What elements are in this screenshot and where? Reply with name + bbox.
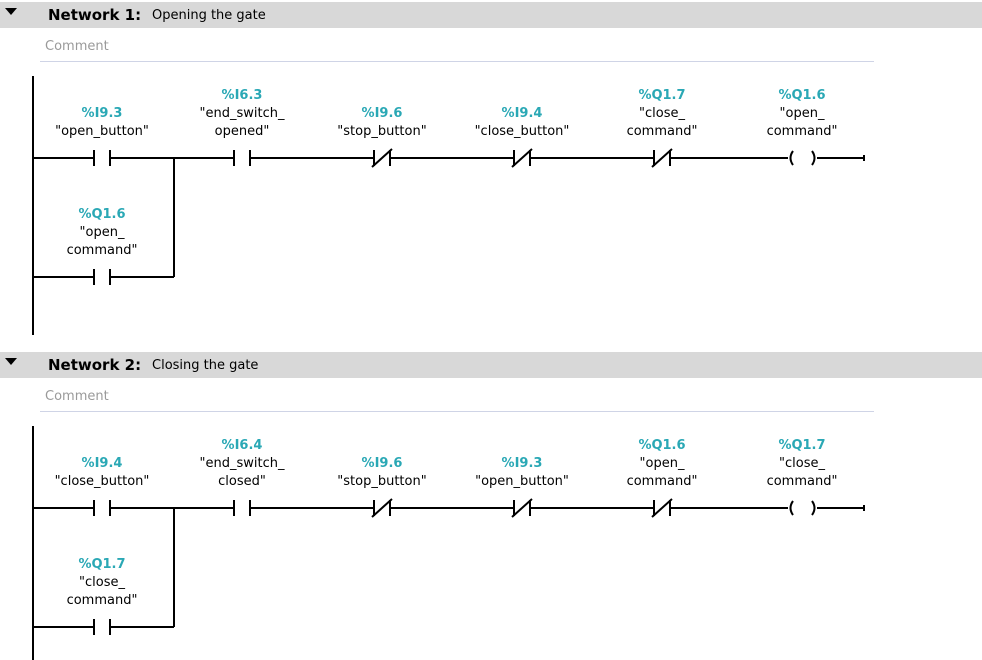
collapse-triangle-icon[interactable] xyxy=(5,8,17,15)
network-title[interactable]: Closing the gate xyxy=(152,358,259,373)
operand-name: command" xyxy=(626,124,698,139)
operand-address: %Q1.7 xyxy=(638,88,686,103)
network-title[interactable]: Opening the gate xyxy=(152,8,266,23)
operand-name: "close_ xyxy=(79,575,125,590)
network-1-comment[interactable]: Comment xyxy=(40,35,874,62)
coil-icon xyxy=(811,500,816,516)
operand-address: %I9.4 xyxy=(501,106,543,121)
operand-address: %I9.6 xyxy=(361,456,403,471)
operand-name: "open_ xyxy=(639,456,685,471)
operand-name: "stop_button" xyxy=(337,474,427,489)
coil-icon xyxy=(789,150,794,166)
nc-contact-icon xyxy=(511,498,533,518)
operand-name: "end_switch_ xyxy=(199,106,285,121)
operand-open-command-coil[interactable]: %Q1.6 "open_ command" xyxy=(732,87,872,141)
operand-address: %Q1.6 xyxy=(778,88,826,103)
operand-name: "stop_button" xyxy=(337,124,427,139)
operand-address: %I6.3 xyxy=(221,88,263,103)
operand-address: %I9.3 xyxy=(501,456,543,471)
network-1-ladder: %I9.3 "open_button" %I6.3 "end_switch_ o… xyxy=(0,0,982,335)
operand-name: opened" xyxy=(214,124,270,139)
coil-icon xyxy=(811,150,816,166)
collapse-triangle-icon[interactable] xyxy=(5,358,17,365)
operand-end-switch-opened[interactable]: %I6.3 "end_switch_ opened" xyxy=(172,87,312,141)
operand-close-command-branch[interactable]: %Q1.7 "close_ command" xyxy=(32,556,172,610)
operand-address: %I6.4 xyxy=(221,438,263,453)
operand-address: %I9.3 xyxy=(81,106,123,121)
operand-name: "open_ xyxy=(79,225,125,240)
operand-name: command" xyxy=(66,243,138,258)
operand-name: command" xyxy=(66,593,138,608)
network-2-ladder: %I9.4 "close_button" %I6.4 "end_switch_ … xyxy=(0,350,982,660)
operand-open-button[interactable]: %I9.3 "open_button" xyxy=(452,455,592,491)
operand-name: command" xyxy=(626,474,698,489)
operand-address: %Q1.6 xyxy=(78,207,126,222)
operand-stop-button[interactable]: %I9.6 "stop_button" xyxy=(312,105,452,141)
network-2-comment[interactable]: Comment xyxy=(40,385,874,412)
operand-name: "end_switch_ xyxy=(199,456,285,471)
operand-open-command-branch[interactable]: %Q1.6 "open_ command" xyxy=(32,206,172,260)
operand-address: %I9.6 xyxy=(361,106,403,121)
operand-open-command[interactable]: %Q1.6 "open_ command" xyxy=(592,437,732,491)
nc-contact-icon xyxy=(651,148,673,168)
nc-contact-icon xyxy=(651,498,673,518)
operand-close-command-coil[interactable]: %Q1.7 "close_ command" xyxy=(732,437,872,491)
operand-name: command" xyxy=(766,474,838,489)
operand-close-command[interactable]: %Q1.7 "close_ command" xyxy=(592,87,732,141)
operand-address: %Q1.7 xyxy=(778,438,826,453)
coil-icon xyxy=(789,500,794,516)
operand-name: "close_ xyxy=(639,106,685,121)
operand-open-button[interactable]: %I9.3 "open_button" xyxy=(32,105,172,141)
operand-close-button[interactable]: %I9.4 "close_button" xyxy=(32,455,172,491)
operand-close-button[interactable]: %I9.4 "close_button" xyxy=(452,105,592,141)
network-number: Network 1: xyxy=(48,6,142,24)
operand-name: "open_button" xyxy=(475,474,569,489)
nc-contact-icon xyxy=(371,498,393,518)
operand-name: command" xyxy=(766,124,838,139)
comment-placeholder: Comment xyxy=(45,389,109,404)
operand-name: closed" xyxy=(218,474,266,489)
operand-name: "open_ xyxy=(779,106,825,121)
network-1-header[interactable]: Network 1: Opening the gate xyxy=(0,2,982,28)
nc-contact-icon xyxy=(511,148,533,168)
network-2-rungs xyxy=(32,426,865,660)
operand-address: %Q1.6 xyxy=(638,438,686,453)
network-1-rungs xyxy=(32,76,865,335)
operand-name: "open_button" xyxy=(55,124,149,139)
operand-name: "close_button" xyxy=(54,474,150,489)
operand-end-switch-closed[interactable]: %I6.4 "end_switch_ closed" xyxy=(172,437,312,491)
operand-stop-button[interactable]: %I9.6 "stop_button" xyxy=(312,455,452,491)
operand-address: %Q1.7 xyxy=(78,557,126,572)
nc-contact-icon xyxy=(371,148,393,168)
operand-name: "close_ xyxy=(779,456,825,471)
network-number: Network 2: xyxy=(48,356,142,374)
operand-name: "close_button" xyxy=(474,124,570,139)
comment-placeholder: Comment xyxy=(45,39,109,54)
operand-address: %I9.4 xyxy=(81,456,123,471)
network-2-header[interactable]: Network 2: Closing the gate xyxy=(0,352,982,378)
